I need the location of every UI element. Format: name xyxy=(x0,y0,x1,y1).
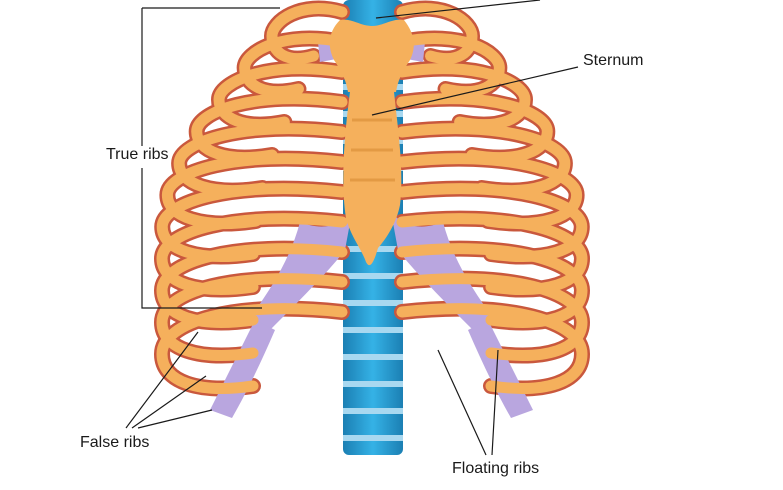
spine-disc xyxy=(343,408,403,414)
sternum-label: Sternum xyxy=(583,52,644,69)
rib xyxy=(239,33,348,98)
leader-lines xyxy=(125,0,579,456)
rib xyxy=(396,93,553,163)
spine-disc xyxy=(343,327,403,333)
rib xyxy=(156,273,348,361)
spine-disc xyxy=(343,300,403,306)
sternum-bone xyxy=(329,19,414,266)
floating-ribs-leader-lines xyxy=(437,349,499,456)
rib xyxy=(396,63,531,131)
rib xyxy=(191,93,348,163)
ribs xyxy=(156,3,588,394)
spine-disc xyxy=(343,435,403,441)
floating-ribs-label: Floating ribs xyxy=(452,460,540,477)
rib xyxy=(156,303,348,394)
true-ribs-label: True ribs xyxy=(106,146,169,163)
spine-disc xyxy=(343,381,403,387)
true-ribs-bracket xyxy=(141,7,280,309)
top-leader-line xyxy=(375,0,541,19)
rib xyxy=(396,303,588,394)
rib xyxy=(266,3,348,64)
sternum-leader-line xyxy=(371,66,579,116)
rib xyxy=(396,3,478,64)
false-ribs-label: False ribs xyxy=(80,434,150,451)
spine-disc xyxy=(343,273,403,279)
rib xyxy=(213,63,348,131)
false-ribs-leader-lines xyxy=(125,331,213,429)
spine-disc xyxy=(343,354,403,360)
rib xyxy=(396,273,588,361)
